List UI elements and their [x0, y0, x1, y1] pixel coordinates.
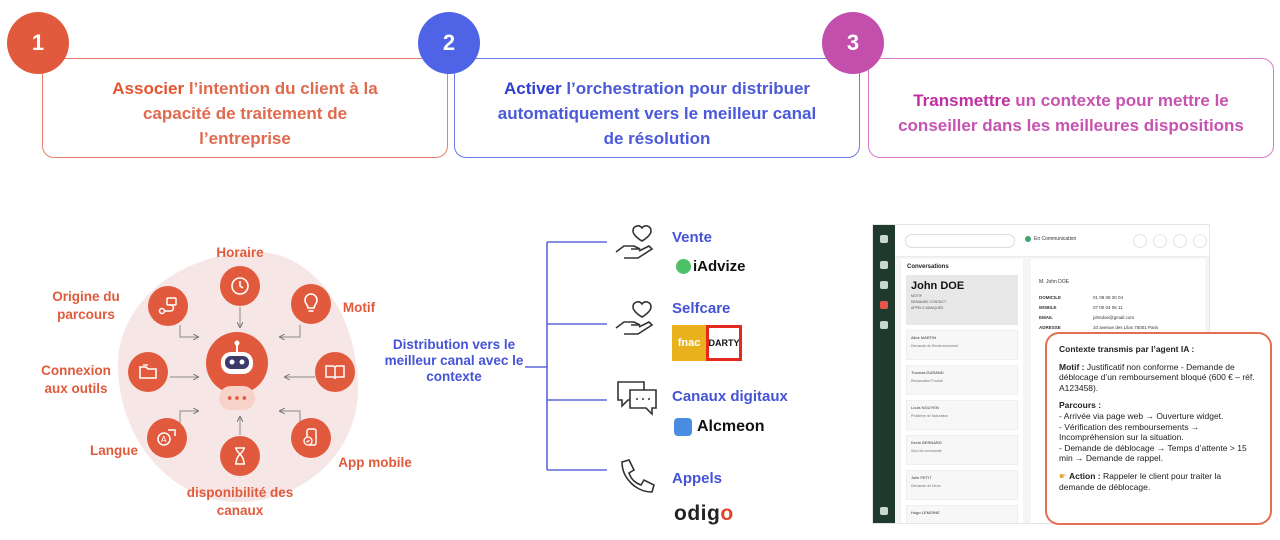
label-horaire: Horaire [216, 245, 264, 260]
label-app-mobile: App mobile [338, 455, 412, 470]
rail-contacts-icon[interactable] [880, 261, 888, 269]
distribution-label: Distribution vers le meilleur canal avec… [384, 337, 524, 384]
heart-hand-icon-vente [615, 225, 654, 259]
detail-customer-name: M. John DOE [1039, 279, 1070, 285]
heart-hand-icon-selfcare [615, 301, 654, 335]
mobile-app-icon [291, 418, 331, 458]
odigo-logo: odigo [674, 502, 734, 525]
status-dot-icon [1025, 236, 1031, 242]
context-title: Contexte transmis par l’agent IA : [1059, 344, 1195, 354]
conversations-panel: Conversations John DOE MOTIF DEMANDE CON… [901, 259, 1023, 523]
ai-context-panel: Contexte transmis par l’agent IA : Motif… [1045, 332, 1272, 525]
hourglass-icon [220, 436, 260, 476]
iadvize-logo-icon [676, 259, 691, 274]
book-icon [315, 352, 355, 392]
rail-logo-icon [880, 235, 888, 243]
route-icon [148, 286, 188, 326]
label-motif: Motif [342, 300, 376, 315]
phone-icon [621, 459, 655, 493]
pointing-hand-icon: ☛ [1059, 470, 1069, 481]
console-top-bar: En Communication [895, 225, 1209, 257]
console-search-input[interactable] [905, 234, 1015, 248]
context-parcours: Parcours : - Arrivée via page web → Ouve… [1059, 400, 1247, 464]
rail-star-icon[interactable] [880, 321, 888, 329]
transfer-button[interactable] [1173, 234, 1187, 248]
clock-icon [220, 266, 260, 306]
translate-icon: A [147, 418, 187, 458]
pause-button[interactable] [1153, 234, 1167, 248]
intent-arrows [170, 307, 315, 435]
step-2-card: Activer l’orchestration pour distribuer … [454, 58, 860, 158]
label-origine-parcours: Origine du parcours [52, 289, 120, 322]
fnac-darty-logo: fnac DARTY [672, 325, 742, 361]
step-1-text: Associer l’intention du client à la capa… [112, 78, 378, 148]
label-connexion-outils: Connexion aux outils [41, 363, 111, 396]
alcmeon-logo-icon [674, 418, 692, 436]
iadvize-logo: iAdvize [676, 258, 746, 275]
lightbulb-icon [291, 284, 331, 324]
label-langue: Langue [89, 443, 138, 458]
context-motif: Motif : Justificatif non conforme - Dema… [1059, 361, 1255, 393]
typing-dots-icon [219, 386, 255, 410]
console-side-rail [873, 225, 895, 523]
channel-appels-title: Appels [672, 470, 723, 487]
svg-text:A: A [161, 435, 167, 444]
robot-agent-icon [206, 332, 268, 394]
folder-icon [128, 352, 168, 392]
step-1-card: Associer l’intention du client à la capa… [42, 58, 448, 158]
conversations-title: Conversations [907, 264, 949, 270]
step-3-number: 3 [822, 12, 884, 74]
chat-bubbles-icon [617, 381, 657, 416]
channel-selfcare-title: Selfcare [672, 300, 731, 317]
rail-chat-icon[interactable] [880, 281, 888, 289]
active-customer-card[interactable]: John DOE MOTIF DEMANDE CONTACT APPELS MA… [906, 275, 1018, 325]
rail-phone-icon[interactable] [880, 301, 888, 309]
step-3-text: Transmettre un contexte pour mettre le c… [898, 91, 1244, 135]
context-action: ☛ Action : Rappeler le client pour trait… [1059, 470, 1222, 492]
alcmeon-logo: Alcmeon [674, 418, 765, 436]
step-1-number: 1 [7, 12, 69, 74]
call-status: En Communication [1025, 236, 1076, 242]
step-2-text: Activer l’orchestration pour distribuer … [497, 78, 817, 148]
rail-settings-icon[interactable] [880, 507, 888, 515]
step-3-card: Transmettre un contexte pour mettre le c… [868, 58, 1274, 158]
mic-button[interactable] [1133, 234, 1147, 248]
channel-vente-title: Vente [672, 229, 713, 246]
label-disponibilite-canaux: disponibilité des canaux [186, 485, 294, 518]
step-2-number: 2 [418, 12, 480, 74]
channel-digitaux-title: Canaux digitaux [672, 388, 788, 405]
record-button[interactable] [1193, 234, 1207, 248]
distribution-bracket [525, 241, 607, 471]
conversation-row[interactable]: Hugo LEMOINE [906, 505, 1018, 523]
